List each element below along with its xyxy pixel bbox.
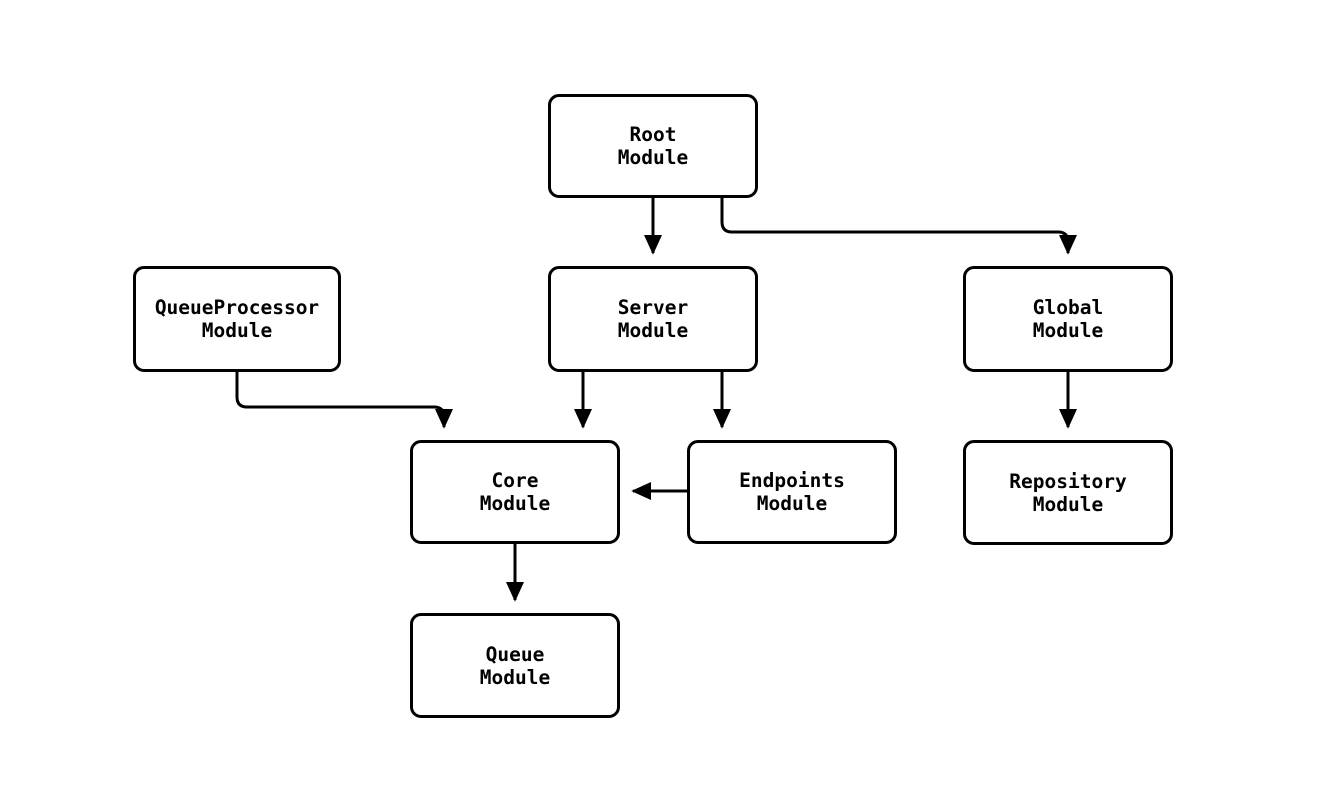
node-queue-module[interactable]: Queue Module — [410, 613, 620, 718]
edge-root-to-global — [720, 198, 1077, 255]
node-core-module[interactable]: Core Module — [410, 440, 620, 544]
node-label-queue-module: Queue Module — [479, 642, 551, 689]
node-queueprocessor-module[interactable]: QueueProcessor Module — [133, 266, 341, 372]
node-label-queueprocessor-module: QueueProcessor Module — [154, 296, 320, 342]
node-label-root-module: Root Module — [617, 123, 689, 169]
node-label-endpoints-module: Endpoints Module — [739, 469, 845, 515]
node-label-core-module: Core Module — [479, 469, 551, 515]
node-label-global-module: Global Module — [1032, 296, 1104, 342]
node-global-module[interactable]: Global Module — [963, 266, 1173, 372]
node-label-server-module: Server Module — [617, 296, 689, 342]
node-server-module[interactable]: Server Module — [548, 266, 758, 372]
edge-queueprocessor-to-core — [235, 372, 453, 429]
node-root-module[interactable]: Root Module — [548, 94, 758, 198]
node-endpoints-module[interactable]: Endpoints Module — [687, 440, 897, 544]
node-repository-module[interactable]: Repository Module — [963, 440, 1173, 545]
node-label-repository-module: Repository Module — [1009, 469, 1127, 516]
